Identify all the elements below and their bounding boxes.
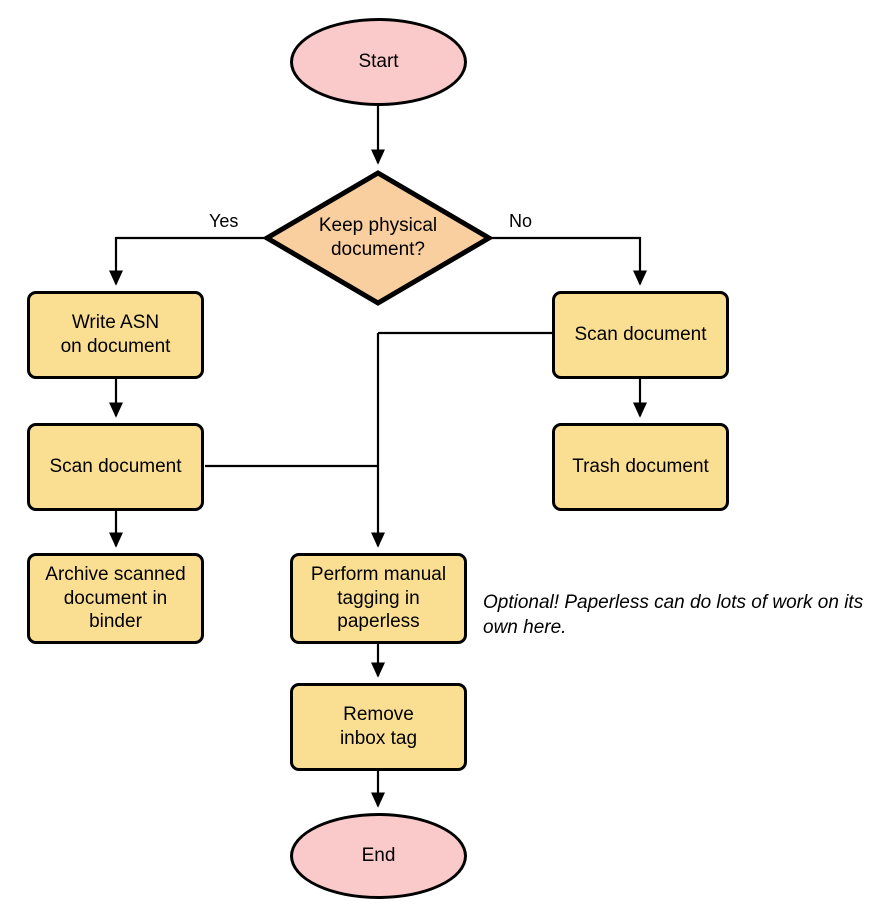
node-write-asn[interactable]: Write ASN on document bbox=[27, 291, 204, 379]
node-end[interactable]: End bbox=[290, 813, 467, 899]
node-write-asn-label: Write ASN on document bbox=[60, 312, 171, 357]
edge-label-no-text: No bbox=[509, 211, 533, 231]
node-scan-document-left-label: Scan document bbox=[49, 456, 182, 478]
node-perform-manual-tagging[interactable]: Perform manual tagging in paperless bbox=[290, 553, 467, 644]
edge-label-yes-text: Yes bbox=[209, 211, 239, 231]
node-archive-scanned-document-label: Archive scanned document in binder bbox=[45, 564, 186, 633]
edge-label-no: No bbox=[509, 211, 532, 232]
edge-decision-no-to-scan-right bbox=[491, 236, 648, 286]
annotation-optional-note: Optional! Paperless can do lots of work … bbox=[483, 590, 883, 640]
diamond-shape bbox=[264, 170, 492, 306]
annotation-optional-note-text: Optional! Paperless can do lots of work … bbox=[483, 592, 864, 639]
node-scan-document-right-label: Scan document bbox=[574, 324, 707, 346]
node-end-label: End bbox=[361, 845, 396, 867]
node-remove-inbox-tag[interactable]: Remove inbox tag bbox=[290, 683, 467, 771]
edge-label-yes: Yes bbox=[209, 211, 238, 232]
node-scan-document-left[interactable]: Scan document bbox=[27, 423, 204, 511]
node-start-label: Start bbox=[358, 51, 399, 73]
edge-decision-yes-to-write-asn bbox=[108, 236, 265, 286]
node-remove-inbox-tag-label: Remove inbox tag bbox=[339, 704, 418, 749]
node-trash-document[interactable]: Trash document bbox=[552, 423, 729, 511]
node-perform-manual-tagging-label: Perform manual tagging in paperless bbox=[310, 564, 447, 633]
node-trash-document-label: Trash document bbox=[572, 456, 709, 478]
node-start[interactable]: Start bbox=[290, 18, 467, 106]
node-scan-document-right[interactable]: Scan document bbox=[552, 291, 729, 379]
node-archive-scanned-document[interactable]: Archive scanned document in binder bbox=[27, 553, 204, 644]
node-decision-label: Keep physical document? bbox=[318, 215, 438, 260]
node-decision-keep-physical-document[interactable]: Keep physical document? bbox=[264, 170, 492, 306]
